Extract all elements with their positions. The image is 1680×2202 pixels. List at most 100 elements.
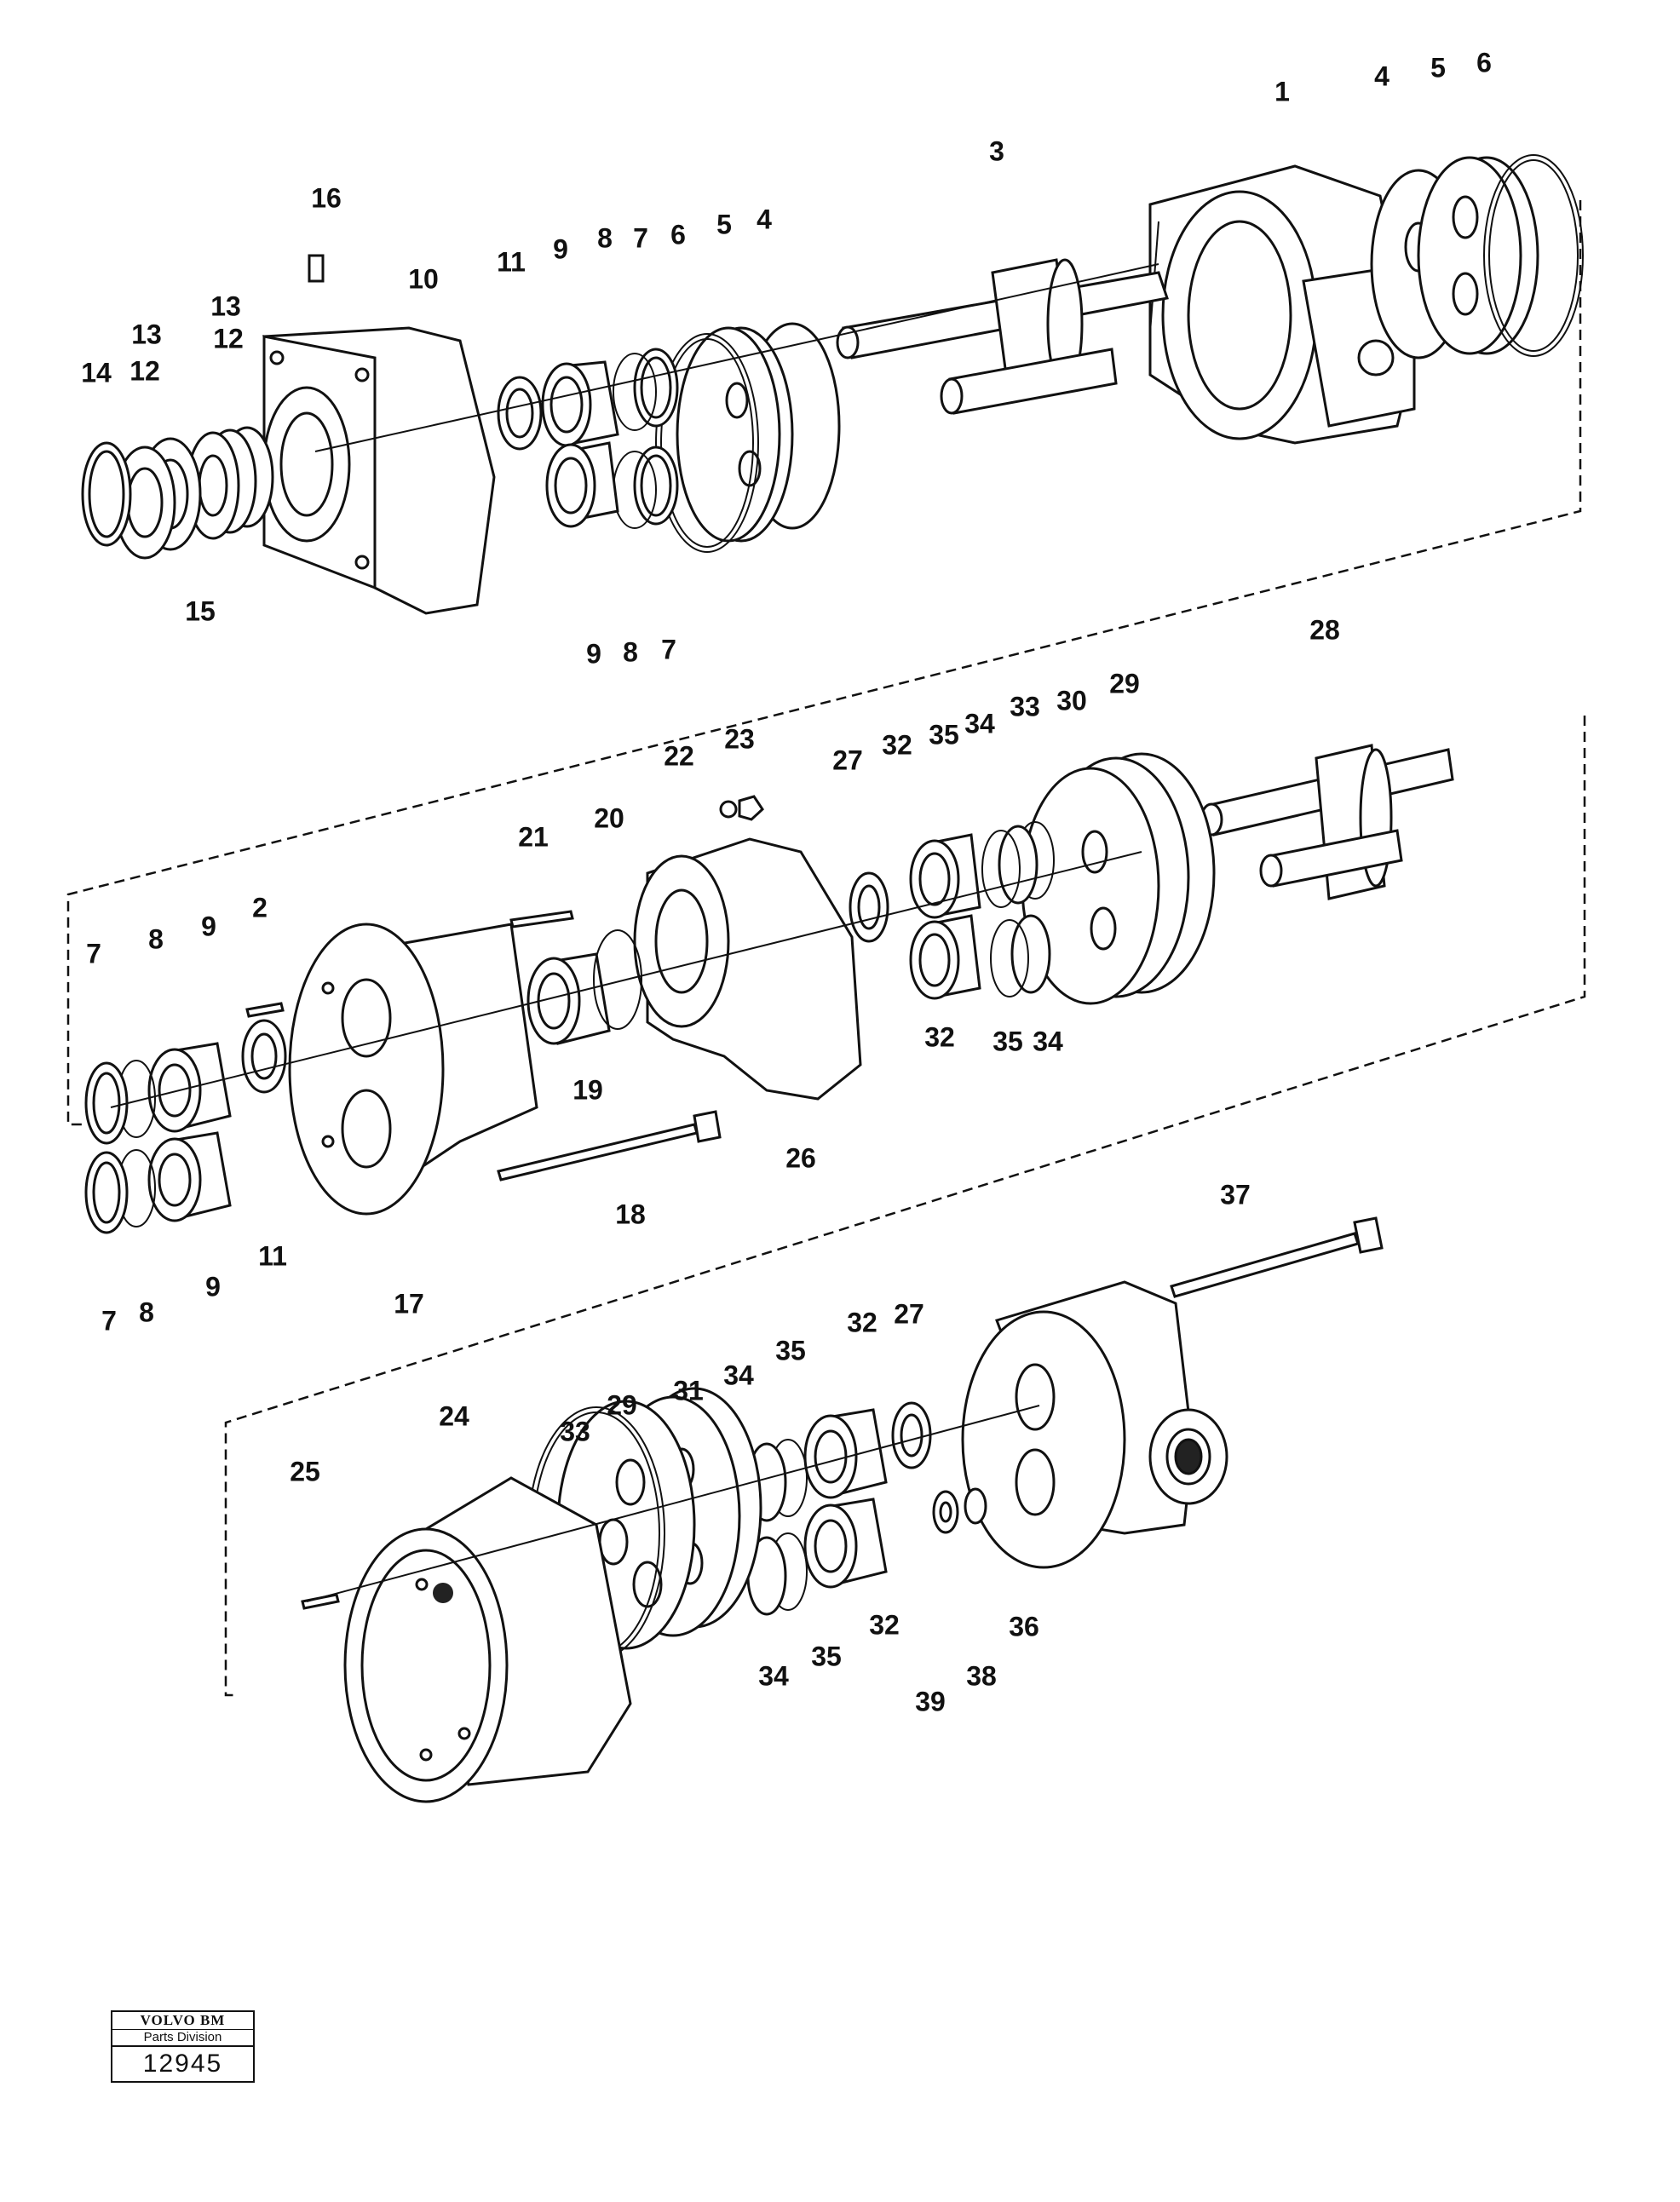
nut-23 bbox=[738, 795, 764, 821]
callout-3: 3 bbox=[989, 135, 1004, 166]
callout-32: 32 bbox=[847, 1307, 877, 1337]
callout-4: 4 bbox=[757, 204, 772, 234]
stud-21 bbox=[509, 910, 574, 929]
middle-assembly bbox=[84, 744, 1454, 1234]
callout-19: 19 bbox=[572, 1074, 603, 1105]
housing-17 bbox=[288, 923, 538, 1216]
top-assembly bbox=[81, 154, 1584, 615]
callout-13: 13 bbox=[131, 319, 162, 349]
bearing-9-lower bbox=[545, 441, 619, 528]
gear-shaft-3 bbox=[836, 258, 1169, 415]
rings-34-35-lower bbox=[990, 914, 1051, 998]
callout-26: 26 bbox=[785, 1142, 816, 1173]
pump-housing-1 bbox=[1148, 164, 1416, 445]
callout-9: 9 bbox=[553, 233, 568, 264]
callout-33: 33 bbox=[560, 1416, 590, 1446]
rings-34-35-bottom-lower bbox=[746, 1532, 808, 1616]
callout-31: 31 bbox=[673, 1375, 704, 1406]
callout-34: 34 bbox=[758, 1660, 789, 1691]
cover-26 bbox=[633, 837, 862, 1101]
callout-28: 28 bbox=[1309, 614, 1340, 645]
callout-9: 9 bbox=[201, 911, 216, 941]
callout-32: 32 bbox=[869, 1609, 900, 1640]
callout-34: 34 bbox=[964, 708, 995, 739]
assembly-boundary-lines bbox=[66, 200, 1586, 1697]
callout-34: 34 bbox=[723, 1360, 754, 1390]
bearing-19 bbox=[526, 952, 611, 1045]
bushing-11-top bbox=[497, 376, 543, 451]
callout-32: 32 bbox=[924, 1021, 955, 1052]
callout-20: 20 bbox=[594, 802, 624, 833]
housing-24 bbox=[343, 1476, 632, 1803]
callout-7: 7 bbox=[661, 634, 676, 664]
callout-36: 36 bbox=[1009, 1611, 1039, 1641]
rings-7-8-middle-upper bbox=[84, 1060, 156, 1145]
callout-16: 16 bbox=[311, 182, 342, 213]
callout-13: 13 bbox=[210, 290, 241, 321]
front-cover-10 bbox=[262, 326, 496, 615]
plug-16 bbox=[308, 254, 325, 283]
rings-7-8-middle-lower bbox=[84, 1149, 156, 1234]
callout-8: 8 bbox=[148, 923, 164, 954]
callout-8: 8 bbox=[597, 222, 613, 253]
callout-9: 9 bbox=[586, 638, 601, 669]
washer-22 bbox=[719, 800, 738, 819]
stamp-division: Parts Division bbox=[112, 2030, 253, 2047]
callout-8: 8 bbox=[623, 636, 638, 667]
callout-6: 6 bbox=[1476, 47, 1492, 78]
callout-35: 35 bbox=[811, 1641, 842, 1671]
circlip-14 bbox=[81, 441, 132, 547]
bushing-27-bottom bbox=[891, 1401, 932, 1469]
bearing-9-middle-upper bbox=[147, 1042, 232, 1133]
part-callouts: 1 3 4 5 6 16 10 11 9 8 7 6 5 4 13 12 13 … bbox=[81, 47, 1492, 1716]
callout-39: 39 bbox=[915, 1686, 946, 1716]
callout-30: 30 bbox=[1056, 685, 1087, 716]
gear-shaft-28 bbox=[1200, 744, 1454, 900]
washer-39 bbox=[932, 1490, 959, 1534]
callout-7: 7 bbox=[633, 222, 648, 253]
callout-8: 8 bbox=[139, 1296, 154, 1327]
callout-37: 37 bbox=[1220, 1179, 1251, 1210]
end-cover-36 bbox=[961, 1280, 1228, 1569]
washer-38 bbox=[964, 1487, 987, 1525]
pressure-plate-5 bbox=[1417, 156, 1539, 355]
bottom-assembly bbox=[301, 1216, 1384, 1803]
bearing-32-upper bbox=[909, 833, 981, 919]
callout-10: 10 bbox=[408, 263, 439, 294]
callout-11: 11 bbox=[497, 246, 526, 277]
rings-33-34-35-upper bbox=[981, 821, 1055, 908]
callout-23: 23 bbox=[724, 723, 755, 754]
callout-35: 35 bbox=[929, 719, 959, 750]
callout-33: 33 bbox=[1010, 691, 1040, 722]
callout-27: 27 bbox=[894, 1298, 924, 1329]
bolt-18 bbox=[497, 1110, 722, 1181]
stamp-brand: VOLVO BM bbox=[112, 2012, 253, 2030]
callout-29: 29 bbox=[1109, 668, 1140, 699]
callout-4: 4 bbox=[1374, 60, 1389, 91]
callout-12: 12 bbox=[129, 355, 160, 386]
callout-21: 21 bbox=[518, 821, 549, 852]
seal-ring-20 bbox=[593, 929, 642, 1030]
seal-stack-12-13 bbox=[186, 426, 274, 540]
bushing-27-middle bbox=[849, 871, 889, 943]
callout-1: 1 bbox=[1274, 76, 1290, 106]
callout-17: 17 bbox=[394, 1288, 424, 1319]
callout-7: 7 bbox=[86, 938, 101, 969]
callout-35: 35 bbox=[775, 1335, 806, 1365]
callout-22: 22 bbox=[664, 740, 694, 771]
callout-11: 11 bbox=[258, 1240, 287, 1271]
callout-15: 15 bbox=[185, 595, 216, 626]
seal-ring-6 bbox=[1483, 154, 1584, 357]
callout-5: 5 bbox=[716, 209, 732, 239]
bushing-11-middle bbox=[241, 1019, 287, 1094]
bearing-32-lower bbox=[909, 914, 981, 1000]
callout-9: 9 bbox=[205, 1271, 221, 1302]
seal-ring-6-left bbox=[655, 333, 759, 553]
callout-25: 25 bbox=[290, 1456, 320, 1486]
volvo-bm-stamp: VOLVO BM Parts Division 12945 bbox=[111, 2010, 255, 2083]
bearing-9-middle-lower bbox=[147, 1131, 232, 1222]
callout-34: 34 bbox=[1033, 1026, 1063, 1056]
callout-32: 32 bbox=[882, 729, 912, 760]
callout-29: 29 bbox=[607, 1389, 637, 1420]
bearing-32-bottom-upper bbox=[803, 1408, 888, 1499]
